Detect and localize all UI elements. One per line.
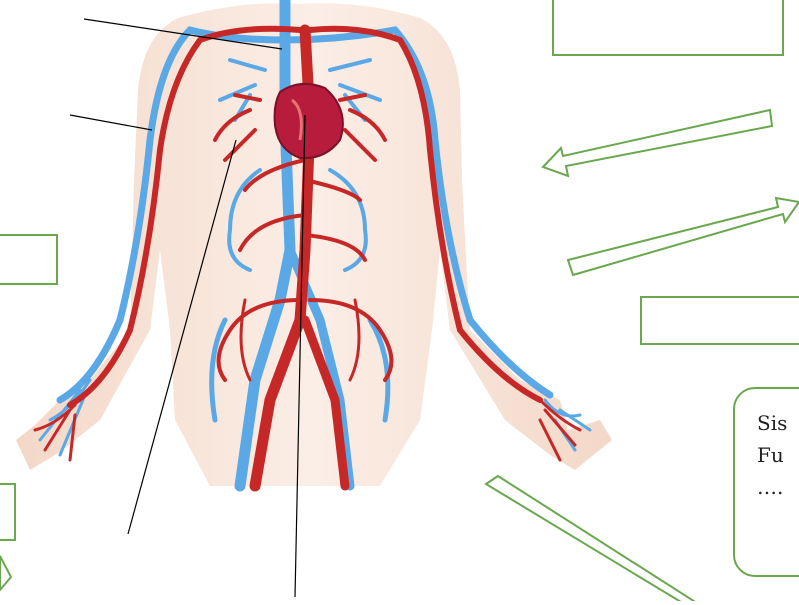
arrow-diagonal-lower [486, 476, 700, 601]
note-line-3: …. [757, 471, 799, 503]
heart-illustration [275, 84, 343, 158]
label-box-left[interactable] [0, 234, 58, 285]
label-box-right[interactable] [640, 296, 799, 345]
label-box-bottom-left[interactable] [0, 483, 16, 541]
body-silhouette [16, 3, 612, 486]
note-line-1: Sis [757, 407, 799, 439]
note-box: Sis Fu …. [733, 387, 799, 577]
arrow-right [568, 198, 799, 275]
arrow-left-upper [543, 110, 772, 176]
label-box-top-right[interactable] [552, 0, 784, 56]
note-line-2: Fu [757, 439, 799, 471]
arrow-left-corner [0, 556, 11, 590]
